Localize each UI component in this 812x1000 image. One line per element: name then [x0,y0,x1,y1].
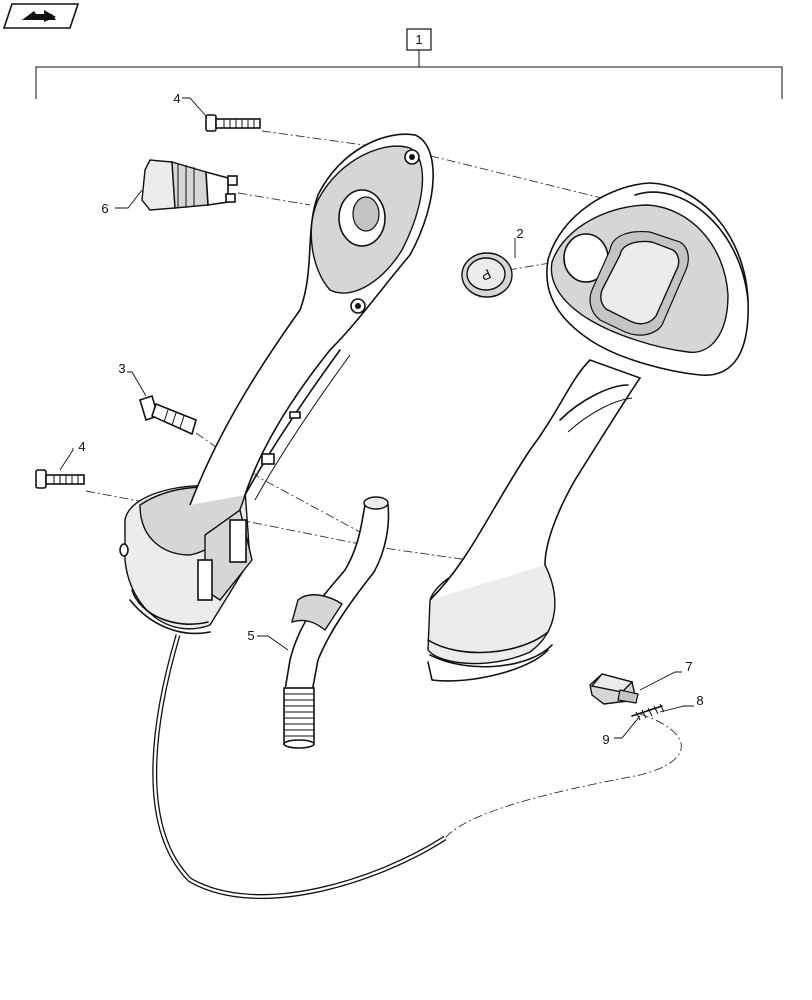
leaders [59,97,694,739]
callout-1-label: 1 [415,32,422,47]
callout-3: 3 [118,361,125,376]
handle-right-half[interactable] [427,182,749,682]
callout-4-top: 4 [173,91,180,106]
callout-assembly[interactable]: 1 [406,28,432,51]
callout-4-bottom: 4 [78,439,85,454]
callout-9: 9 [602,732,609,747]
callout-7: 7 [685,659,692,674]
handle-left-half[interactable] [119,133,434,635]
callout-6: 6 [101,201,108,216]
callout-2: 2 [516,226,523,241]
switch[interactable] [141,159,238,211]
knob-cap[interactable]: P [461,252,513,298]
screw-top[interactable] [205,114,261,132]
terminals[interactable] [631,703,665,721]
screw-short[interactable] [139,394,197,436]
callout-5: 5 [247,628,254,643]
callout-8: 8 [696,693,703,708]
shaft[interactable] [283,496,390,749]
screw-bottom[interactable] [35,469,85,489]
back-arrow-icon[interactable] [2,3,80,29]
connector[interactable] [589,673,639,705]
assembly-bracket [35,50,783,99]
